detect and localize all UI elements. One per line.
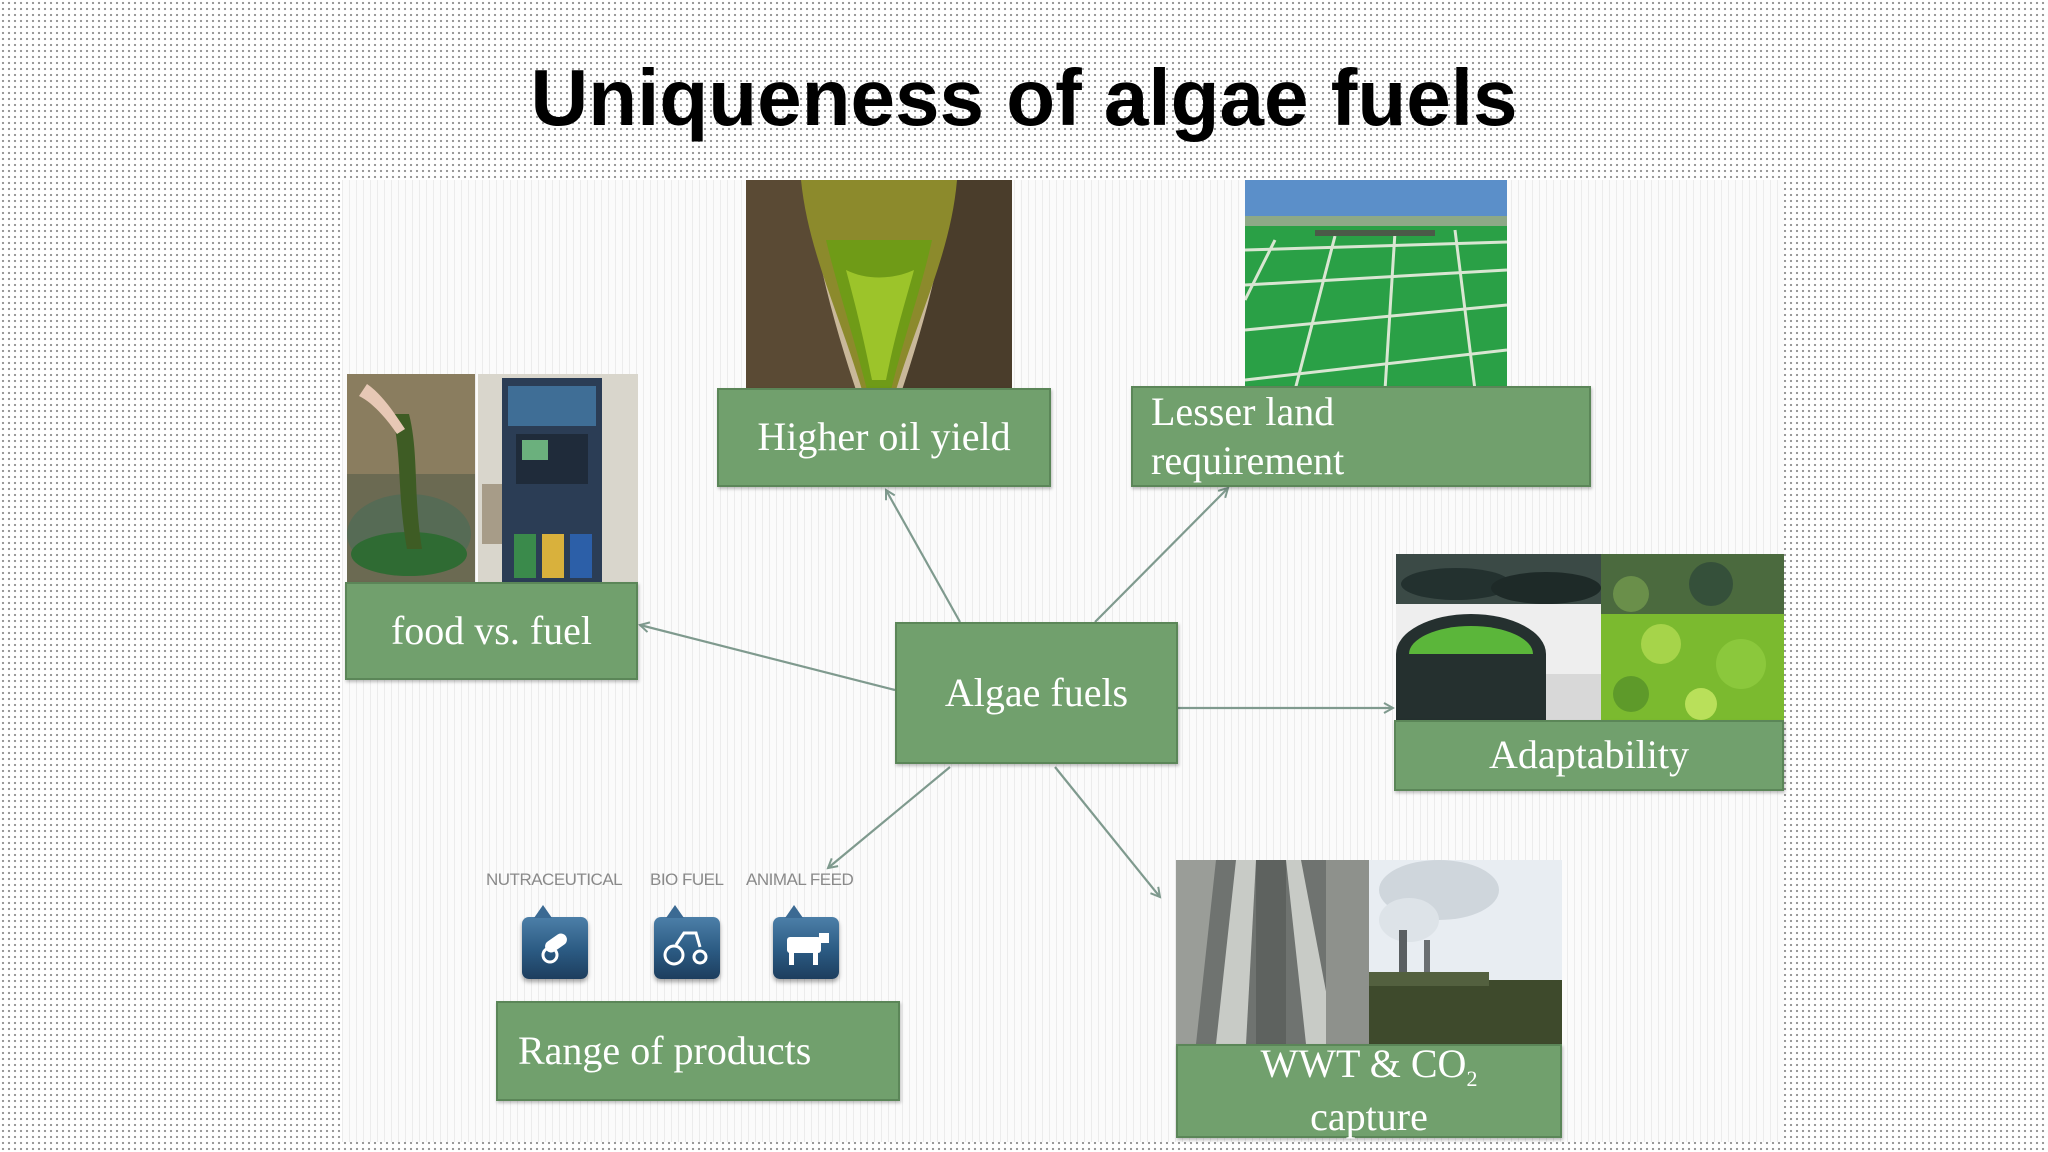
power-plant-photo bbox=[1369, 860, 1562, 1044]
node-lesser-land-line1: Lesser land bbox=[1151, 388, 1335, 434]
algae-ponds-photo bbox=[1245, 180, 1507, 390]
product-label-bio-fuel: BIO FUEL bbox=[650, 870, 724, 889]
wastewater-photo bbox=[1176, 860, 1369, 1044]
node-wwt-co2-line1: WWT & CO2 bbox=[1260, 1041, 1478, 1092]
oil-pour-photo bbox=[746, 180, 1012, 390]
tanks-photo bbox=[1396, 554, 1601, 720]
node-wwt-co2-capture: WWT & CO2 capture bbox=[1176, 1041, 1562, 1139]
product-label-nutraceutical: NUTRACEUTICAL bbox=[486, 870, 623, 889]
fuel-pump-photo bbox=[478, 374, 638, 584]
product-label-animal-feed: ANIMAL FEED bbox=[746, 870, 854, 889]
capsule-icon bbox=[522, 905, 588, 979]
node-lesser-land: Lesser land requirement bbox=[1131, 386, 1591, 487]
node-adaptability: Adaptability bbox=[1394, 720, 1784, 791]
node-range-of-products: Range of products bbox=[496, 1001, 900, 1101]
node-food-vs-fuel: food vs. fuel bbox=[345, 582, 638, 680]
cow-icon bbox=[773, 905, 839, 979]
arrow-to-lesser-land bbox=[1094, 488, 1228, 623]
node-lesser-land-line2: requirement bbox=[1151, 437, 1345, 483]
arrow-to-higher-oil-yield bbox=[886, 490, 961, 623]
slide-title: Uniqueness of algae fuels bbox=[530, 53, 1518, 142]
arrow-to-wwt-co2 bbox=[1054, 766, 1160, 897]
node-higher-oil-yield: Higher oil yield bbox=[717, 388, 1051, 487]
algae-surface-photo bbox=[1601, 554, 1784, 720]
arrow-to-range-of-products bbox=[828, 766, 951, 868]
node-wwt-co2-line2: capture bbox=[1310, 1094, 1428, 1140]
tractor-icon bbox=[654, 905, 720, 979]
node-algae-fuels: Algae fuels bbox=[895, 622, 1178, 764]
arrow-to-food-vs-fuel bbox=[640, 625, 896, 692]
seaweed-photo bbox=[347, 374, 475, 584]
